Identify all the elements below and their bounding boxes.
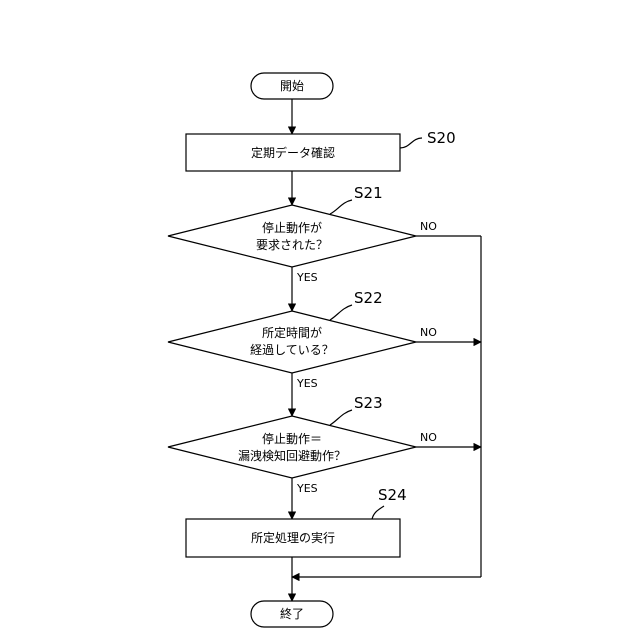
step-leader-s22 — [330, 305, 352, 320]
decision-stop-line1: 停止動作が — [262, 220, 322, 235]
check-data-label: 定期データ確認 — [251, 145, 335, 160]
decision-time-elapsed: 所定時間が 経過している？ — [168, 311, 416, 373]
step-label-s21: S21 — [354, 184, 383, 202]
decision-leak-avoidance: 停止動作＝ 漏洩検知回避動作？ — [168, 416, 416, 478]
step-leader-s24 — [372, 506, 384, 519]
decision-stop-requested: 停止動作が 要求された？ — [168, 205, 416, 267]
decision-time-line2: 経過している？ — [250, 343, 334, 357]
decision-time-line1: 所定時間が — [262, 325, 322, 340]
yes-label-s22: YES — [296, 377, 318, 390]
step-leader-s23 — [330, 410, 352, 425]
end-node: 終了 — [251, 601, 333, 627]
end-label: 終了 — [280, 606, 304, 621]
step-label-s23: S23 — [354, 394, 383, 412]
no-label-s22: NO — [420, 326, 437, 339]
step-leader-s21 — [330, 200, 352, 214]
yes-label-s23: YES — [296, 482, 318, 495]
start-label: 開始 — [280, 79, 304, 93]
check-data-box: 定期データ確認 — [186, 134, 400, 171]
no-label-s23: NO — [420, 431, 437, 444]
no-label-s21: NO — [420, 220, 437, 233]
step-label-s20: S20 — [427, 129, 456, 147]
decision-leak-line1: 停止動作＝ — [262, 431, 322, 446]
decision-leak-line2: 漏洩検知回避動作？ — [238, 449, 346, 463]
process-label: 所定処理の実行 — [251, 530, 335, 545]
step-leader-s20 — [400, 138, 422, 148]
step-label-s22: S22 — [354, 289, 383, 307]
process-box: 所定処理の実行 — [186, 519, 400, 557]
decision-stop-line2: 要求された？ — [256, 238, 328, 252]
start-node: 開始 — [251, 73, 333, 99]
step-label-s24: S24 — [378, 486, 407, 504]
yes-label-s21: YES — [296, 271, 318, 284]
